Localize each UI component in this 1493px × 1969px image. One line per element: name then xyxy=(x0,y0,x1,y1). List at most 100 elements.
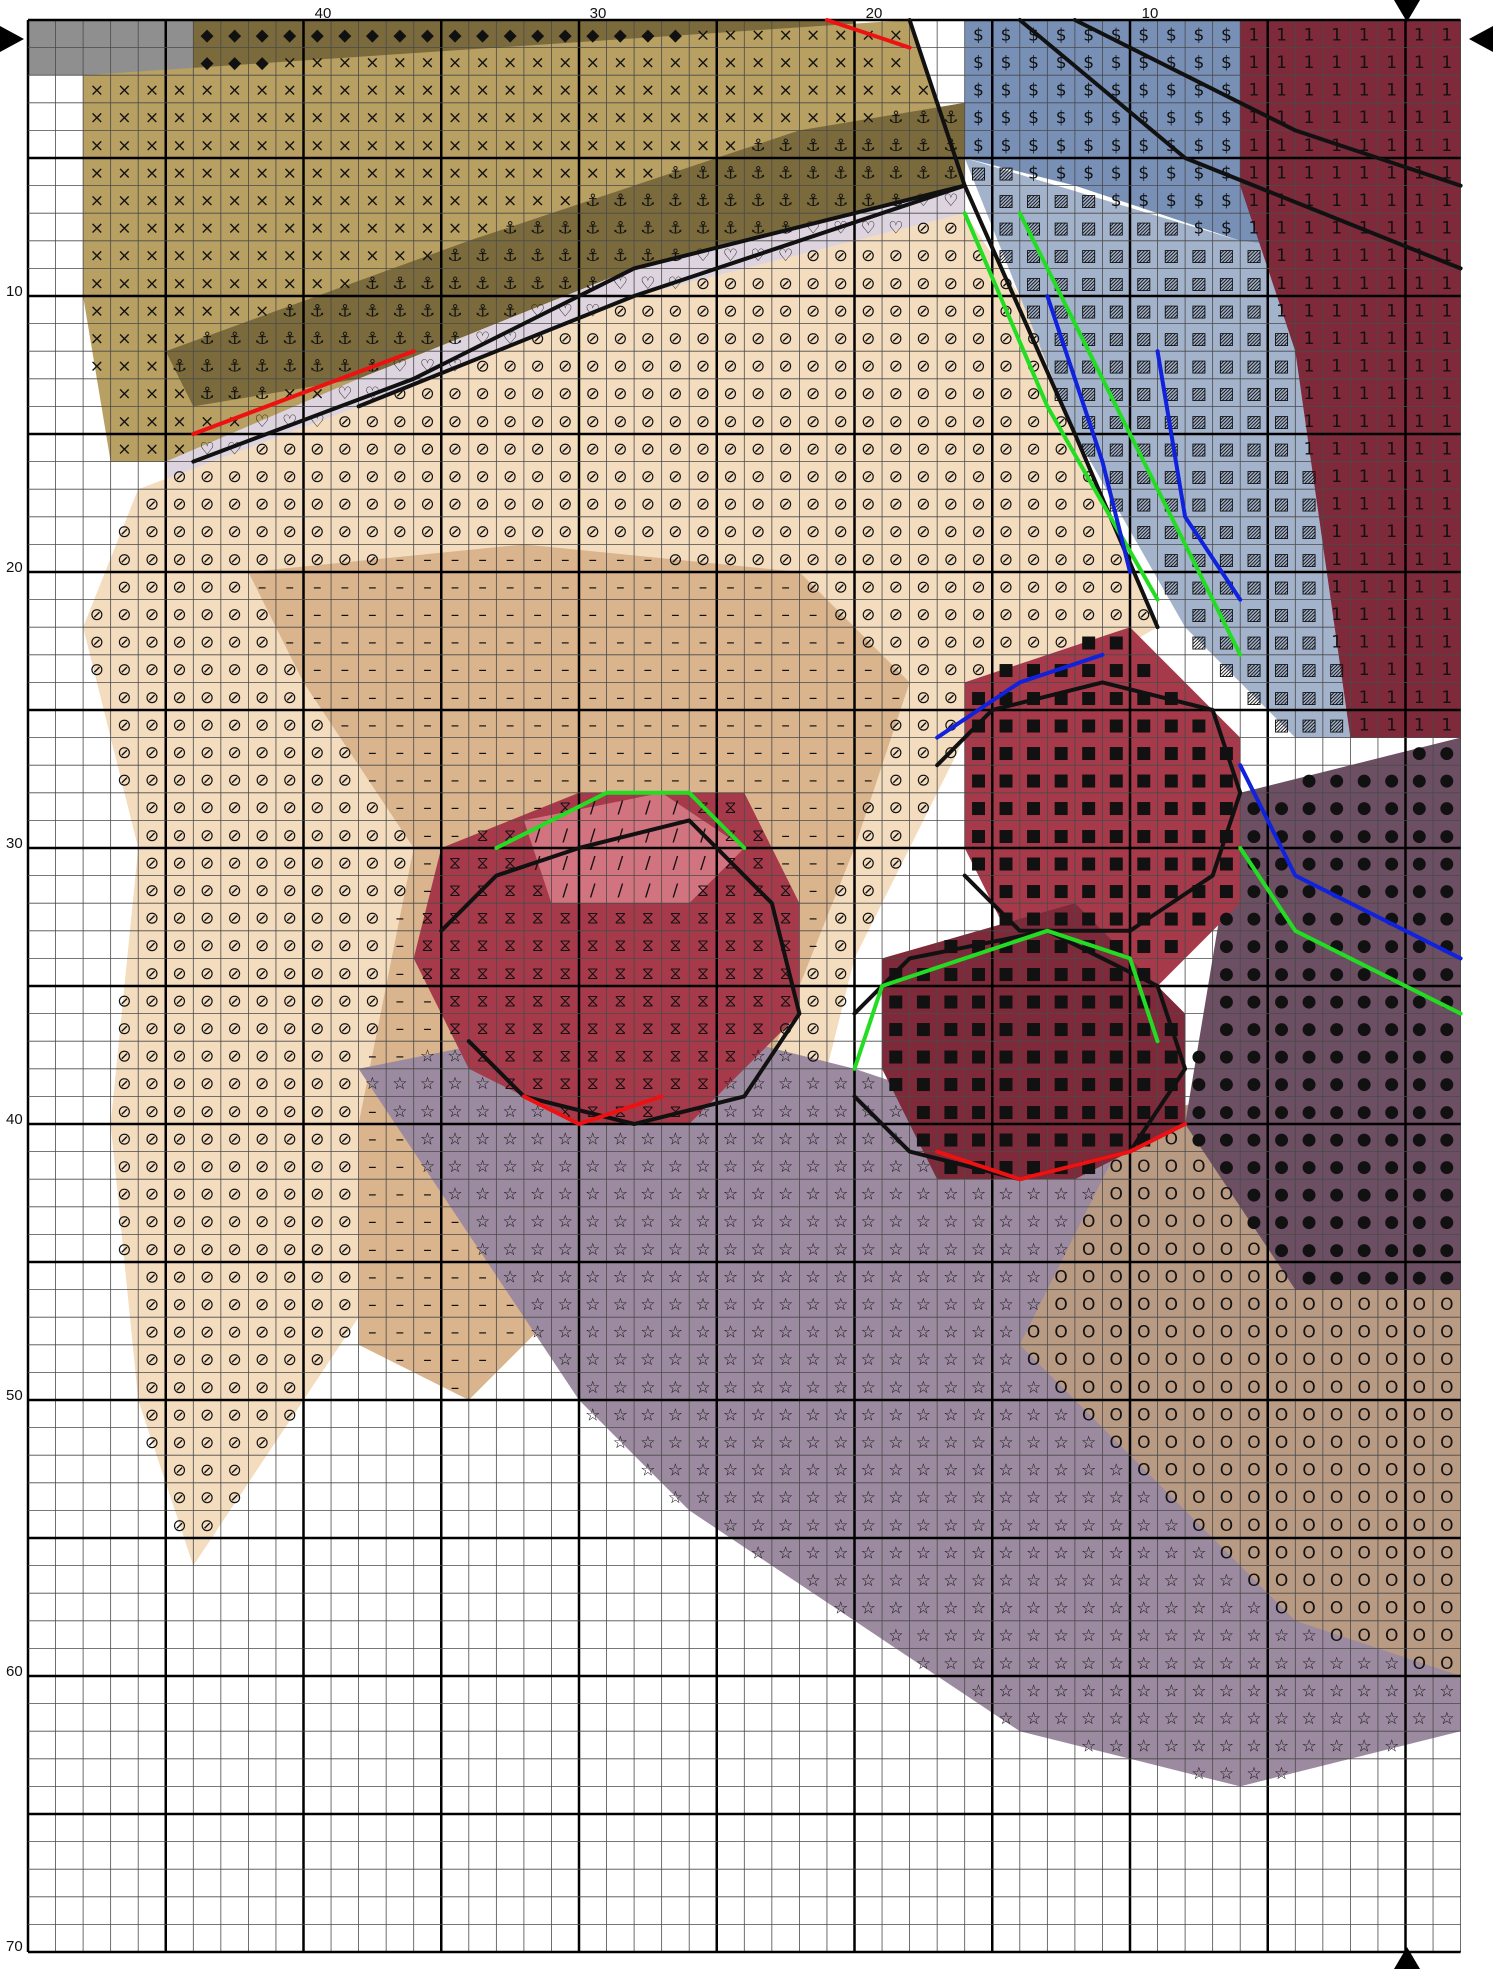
star-outline-icon: ☆ xyxy=(1136,1681,1151,1701)
filled-circle-icon: ● xyxy=(1302,1047,1317,1067)
star-outline-icon: ☆ xyxy=(861,1240,876,1260)
oval-ring-icon: O xyxy=(1357,1626,1370,1646)
star-outline-icon: ☆ xyxy=(943,1350,958,1370)
filled-circle-icon: ● xyxy=(1219,1129,1234,1149)
star-outline-icon: ☆ xyxy=(723,1295,738,1315)
star-outline-icon: ☆ xyxy=(392,1074,407,1094)
dash-icon: – xyxy=(836,715,845,735)
oval-ring-icon: O xyxy=(1330,1488,1343,1508)
hourglass-icon: ⧖ xyxy=(559,991,571,1011)
x-cross-icon: × xyxy=(283,191,297,211)
slash-icon: / xyxy=(673,881,679,901)
slash-icon: / xyxy=(700,853,706,873)
oval-outline-icon: ⊘ xyxy=(200,605,214,625)
hatched-square-icon: ▨ xyxy=(998,163,1014,183)
x-cross-icon: × xyxy=(228,163,242,183)
dash-icon: – xyxy=(285,633,294,653)
star-outline-icon: ☆ xyxy=(530,1323,545,1343)
hourglass-icon: ⧖ xyxy=(614,964,626,984)
oval-outline-icon: ⊘ xyxy=(310,1240,324,1260)
top-label-40: 40 xyxy=(315,5,332,22)
dash-icon: – xyxy=(644,743,653,763)
dash-icon: – xyxy=(781,853,790,873)
oval-outline-icon: ⊘ xyxy=(1026,633,1040,653)
oval-outline-icon: ⊘ xyxy=(145,1350,159,1370)
anchor-icon: ⚓ xyxy=(585,191,600,211)
oval-outline-icon: ⊘ xyxy=(916,550,930,570)
x-cross-icon: × xyxy=(90,108,104,128)
oval-ring-icon: O xyxy=(1275,1323,1288,1343)
number-one-icon: 1 xyxy=(1359,329,1370,349)
x-cross-icon: × xyxy=(668,81,682,101)
star-outline-icon: ☆ xyxy=(640,1405,655,1425)
oval-outline-icon: ⊘ xyxy=(834,577,848,597)
oval-outline-icon: ⊘ xyxy=(255,991,269,1011)
star-outline-icon: ☆ xyxy=(916,1378,931,1398)
oval-outline-icon: ⊘ xyxy=(200,715,214,735)
oval-outline-icon: ⊘ xyxy=(806,495,820,515)
hatched-square-icon: ▨ xyxy=(1246,301,1262,321)
hatched-square-icon: ▨ xyxy=(1191,384,1207,404)
oval-outline-icon: ⊘ xyxy=(503,495,517,515)
dollar-icon: $ xyxy=(1111,136,1122,156)
star-outline-icon: ☆ xyxy=(668,1295,683,1315)
hatched-square-icon: ▨ xyxy=(1163,577,1179,597)
slash-icon: / xyxy=(645,853,651,873)
oval-ring-icon: O xyxy=(1330,1516,1343,1536)
oval-ring-icon: O xyxy=(1385,1295,1398,1315)
number-one-icon: 1 xyxy=(1414,191,1425,211)
star-outline-icon: ☆ xyxy=(750,1516,765,1536)
x-cross-icon: × xyxy=(172,274,186,294)
hatched-square-icon: ▨ xyxy=(998,191,1014,211)
star-outline-icon: ☆ xyxy=(750,1240,765,1260)
oval-ring-icon: O xyxy=(1247,1295,1260,1315)
oval-outline-icon: ⊘ xyxy=(1026,467,1040,487)
star-outline-icon: ☆ xyxy=(1054,1709,1069,1729)
oval-outline-icon: ⊘ xyxy=(723,522,737,542)
number-one-icon: 1 xyxy=(1441,467,1452,487)
oval-outline-icon: ⊘ xyxy=(117,1157,131,1177)
star-outline-icon: ☆ xyxy=(1026,1240,1041,1260)
filled-square-icon: ■ xyxy=(1081,1074,1097,1094)
oval-outline-icon: ⊘ xyxy=(283,1405,297,1425)
x-cross-icon: × xyxy=(751,81,765,101)
filled-circle-icon: ● xyxy=(1412,826,1427,846)
number-one-icon: 1 xyxy=(1276,274,1287,294)
oval-outline-icon: ⊘ xyxy=(916,605,930,625)
oval-outline-icon: ⊘ xyxy=(145,1047,159,1067)
filled-circle-icon: ● xyxy=(1412,853,1427,873)
filled-square-icon: ■ xyxy=(1108,826,1124,846)
oval-outline-icon: ⊘ xyxy=(228,881,242,901)
x-cross-icon: × xyxy=(90,246,104,266)
oval-outline-icon: ⊘ xyxy=(145,1212,159,1232)
oval-outline-icon: ⊘ xyxy=(310,550,324,570)
oval-outline-icon: ⊘ xyxy=(944,246,958,266)
star-outline-icon: ☆ xyxy=(613,1267,628,1287)
filled-circle-icon: ● xyxy=(1329,1185,1344,1205)
oval-ring-icon: O xyxy=(1413,1350,1426,1370)
dash-icon: – xyxy=(754,743,763,763)
oval-outline-icon: ⊘ xyxy=(448,495,462,515)
oval-outline-icon: ⊘ xyxy=(999,495,1013,515)
filled-circle-icon: ● xyxy=(1384,826,1399,846)
hourglass-icon: ⧖ xyxy=(559,1047,571,1067)
star-outline-icon: ☆ xyxy=(613,1405,628,1425)
oval-outline-icon: ⊘ xyxy=(779,467,793,487)
star-outline-icon: ☆ xyxy=(750,1129,765,1149)
number-one-icon: 1 xyxy=(1414,715,1425,735)
dash-icon: – xyxy=(561,633,570,653)
oval-outline-icon: ⊘ xyxy=(200,660,214,680)
number-one-icon: 1 xyxy=(1331,53,1342,73)
x-cross-icon: × xyxy=(117,81,131,101)
x-cross-icon: × xyxy=(200,246,214,266)
oval-ring-icon: O xyxy=(1275,1405,1288,1425)
oval-outline-icon: ⊘ xyxy=(834,936,848,956)
oval-outline-icon: ⊘ xyxy=(200,881,214,901)
star-outline-icon: ☆ xyxy=(1136,1488,1151,1508)
dollar-icon: $ xyxy=(1166,108,1177,128)
x-cross-icon: × xyxy=(338,246,352,266)
oval-outline-icon: ⊘ xyxy=(338,1047,352,1067)
hourglass-icon: ⧖ xyxy=(587,1047,599,1067)
oval-outline-icon: ⊘ xyxy=(861,301,875,321)
number-one-icon: 1 xyxy=(1441,191,1452,211)
